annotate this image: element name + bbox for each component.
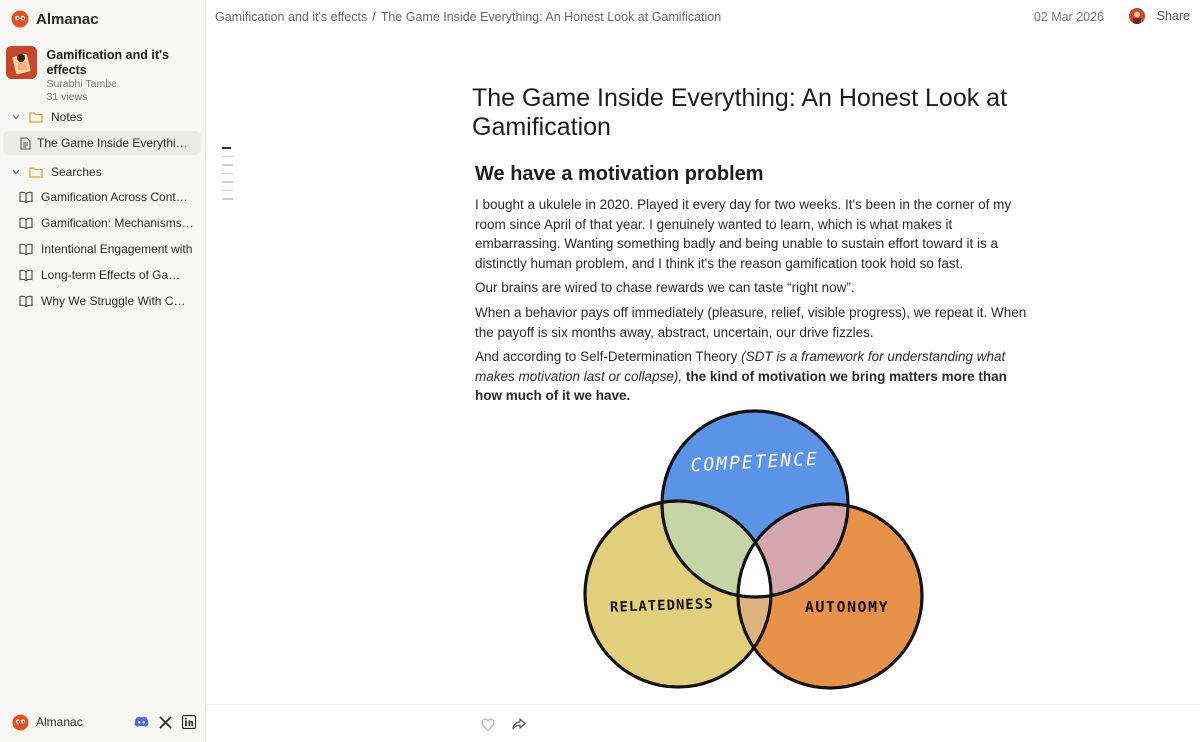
- tree-item-active-note[interactable]: The Game Inside Everything: An Honest Lo…: [3, 131, 201, 155]
- note-date: 02 Mar 2026: [1033, 10, 1104, 24]
- brand[interactable]: Almanac: [11, 10, 99, 28]
- paragraph-4-bold: the kind of motivation we bring matters …: [475, 368, 1007, 404]
- document-outline[interactable]: [222, 147, 233, 200]
- book-icon: [18, 293, 34, 309]
- avatar[interactable]: [1128, 8, 1145, 24]
- linkedin-icon[interactable]: [182, 715, 196, 729]
- outline-marker[interactable]: [222, 181, 233, 183]
- project-header[interactable]: Gamification and it's effects Surabhi Ta…: [6, 46, 205, 104]
- tree-item-label: Why We Struggle With Consistency: [41, 294, 189, 308]
- outline-marker[interactable]: [222, 189, 233, 191]
- bottom-action-bar: [207, 704, 1200, 742]
- book-icon: [18, 267, 34, 283]
- footer-brand-name[interactable]: Almanac: [36, 715, 83, 729]
- project-views: 31 views: [46, 91, 88, 103]
- folder-icon: [28, 109, 44, 125]
- chevron-down-icon[interactable]: [10, 169, 22, 175]
- document-title: The Game Inside Everything: An Honest Lo…: [472, 84, 1008, 141]
- brand-name: Almanac: [36, 10, 99, 28]
- breadcrumb: Gamification and it's effects / The Game…: [215, 10, 721, 24]
- book-icon: [18, 241, 34, 257]
- tree-item-label: Gamification Across Contexts: [41, 190, 189, 204]
- sidebar-footer: Almanac: [12, 708, 196, 736]
- paragraph-1: I bought a ukulele in 2020. Played it ev…: [475, 197, 1012, 271]
- almanac-logo-icon[interactable]: [12, 713, 29, 731]
- tree-item-search[interactable]: Why We Struggle With Consistency: [6, 289, 202, 313]
- chevron-down-icon[interactable]: [10, 114, 22, 120]
- outline-marker[interactable]: [222, 164, 233, 166]
- tree-folder-notes[interactable]: Notes: [6, 105, 202, 129]
- tree-item-search[interactable]: Gamification Across Contexts: [6, 185, 202, 209]
- venn-label-autonomy: AUTONOMY: [805, 598, 889, 616]
- tree-folder-searches[interactable]: Searches: [6, 160, 202, 184]
- folder-icon: [28, 164, 44, 180]
- paragraph-4: And according to Self-Determination Theo…: [475, 347, 1035, 406]
- discord-icon[interactable]: [134, 716, 149, 728]
- outline-marker[interactable]: [222, 198, 233, 200]
- paragraph-3: When a behavior pays off immediately (pl…: [475, 305, 1027, 340]
- sidebar: Almanac Gamification and it's effects Su…: [0, 0, 206, 742]
- almanac-logo-icon: [11, 10, 29, 28]
- book-icon: [18, 189, 34, 205]
- top-bar: Gamification and it's effects / The Game…: [207, 0, 1200, 34]
- tree-item-search[interactable]: Intentional Engagement with: [6, 237, 202, 261]
- share-button[interactable]: Share: [1156, 9, 1190, 23]
- book-icon: [18, 215, 34, 231]
- outline-marker[interactable]: [222, 172, 233, 174]
- paragraph-4-plain: And according to Self-Determination Theo…: [475, 349, 742, 364]
- tree-folder-label: Searches: [51, 165, 102, 179]
- tree-item-search[interactable]: Gamification: Mechanisms, Outcomes: [6, 211, 202, 235]
- outline-marker-active[interactable]: [222, 147, 231, 149]
- project-art-icon: [6, 46, 38, 79]
- paragraph-2: Our brains are wired to chase rewards we…: [475, 280, 855, 295]
- project-title: Gamification and it's effects: [46, 48, 169, 77]
- tree-item-label: Gamification: Mechanisms, Outcomes: [41, 216, 194, 230]
- tree-item-label: Long-term Effects of Gamification: [41, 268, 189, 282]
- paragraph-4-italic: (SDT is a framework for understanding wh…: [475, 349, 1006, 384]
- breadcrumb-separator: /: [372, 10, 376, 24]
- breadcrumb-project[interactable]: Gamification and it's effects: [215, 10, 368, 24]
- breadcrumb-note[interactable]: The Game Inside Everything: An Honest Lo…: [380, 10, 722, 24]
- venn-label-relatedness: RELATEDNESS: [610, 596, 714, 616]
- section-heading: We have a motivation problem: [475, 163, 764, 185]
- x-twitter-icon[interactable]: [159, 715, 172, 729]
- project-author: Surabhi Tambe: [46, 78, 117, 90]
- project-thumbnail: [6, 46, 38, 79]
- tree-item-search[interactable]: Long-term Effects of Gamification: [6, 263, 202, 287]
- outline-marker[interactable]: [222, 155, 233, 157]
- share-arrow-icon[interactable]: [511, 716, 527, 732]
- heart-icon[interactable]: [480, 716, 496, 732]
- document-icon: [17, 135, 33, 151]
- share-area: Share: [1128, 8, 1190, 24]
- tree-item-label: Intentional Engagement with: [41, 242, 193, 256]
- tree-item-label: The Game Inside Everything: An Honest Lo…: [37, 136, 193, 150]
- sdt-venn-diagram: COMPETENCE RELATEDNESS AUTONOMY: [583, 409, 924, 690]
- tree-folder-label: Notes: [51, 110, 83, 124]
